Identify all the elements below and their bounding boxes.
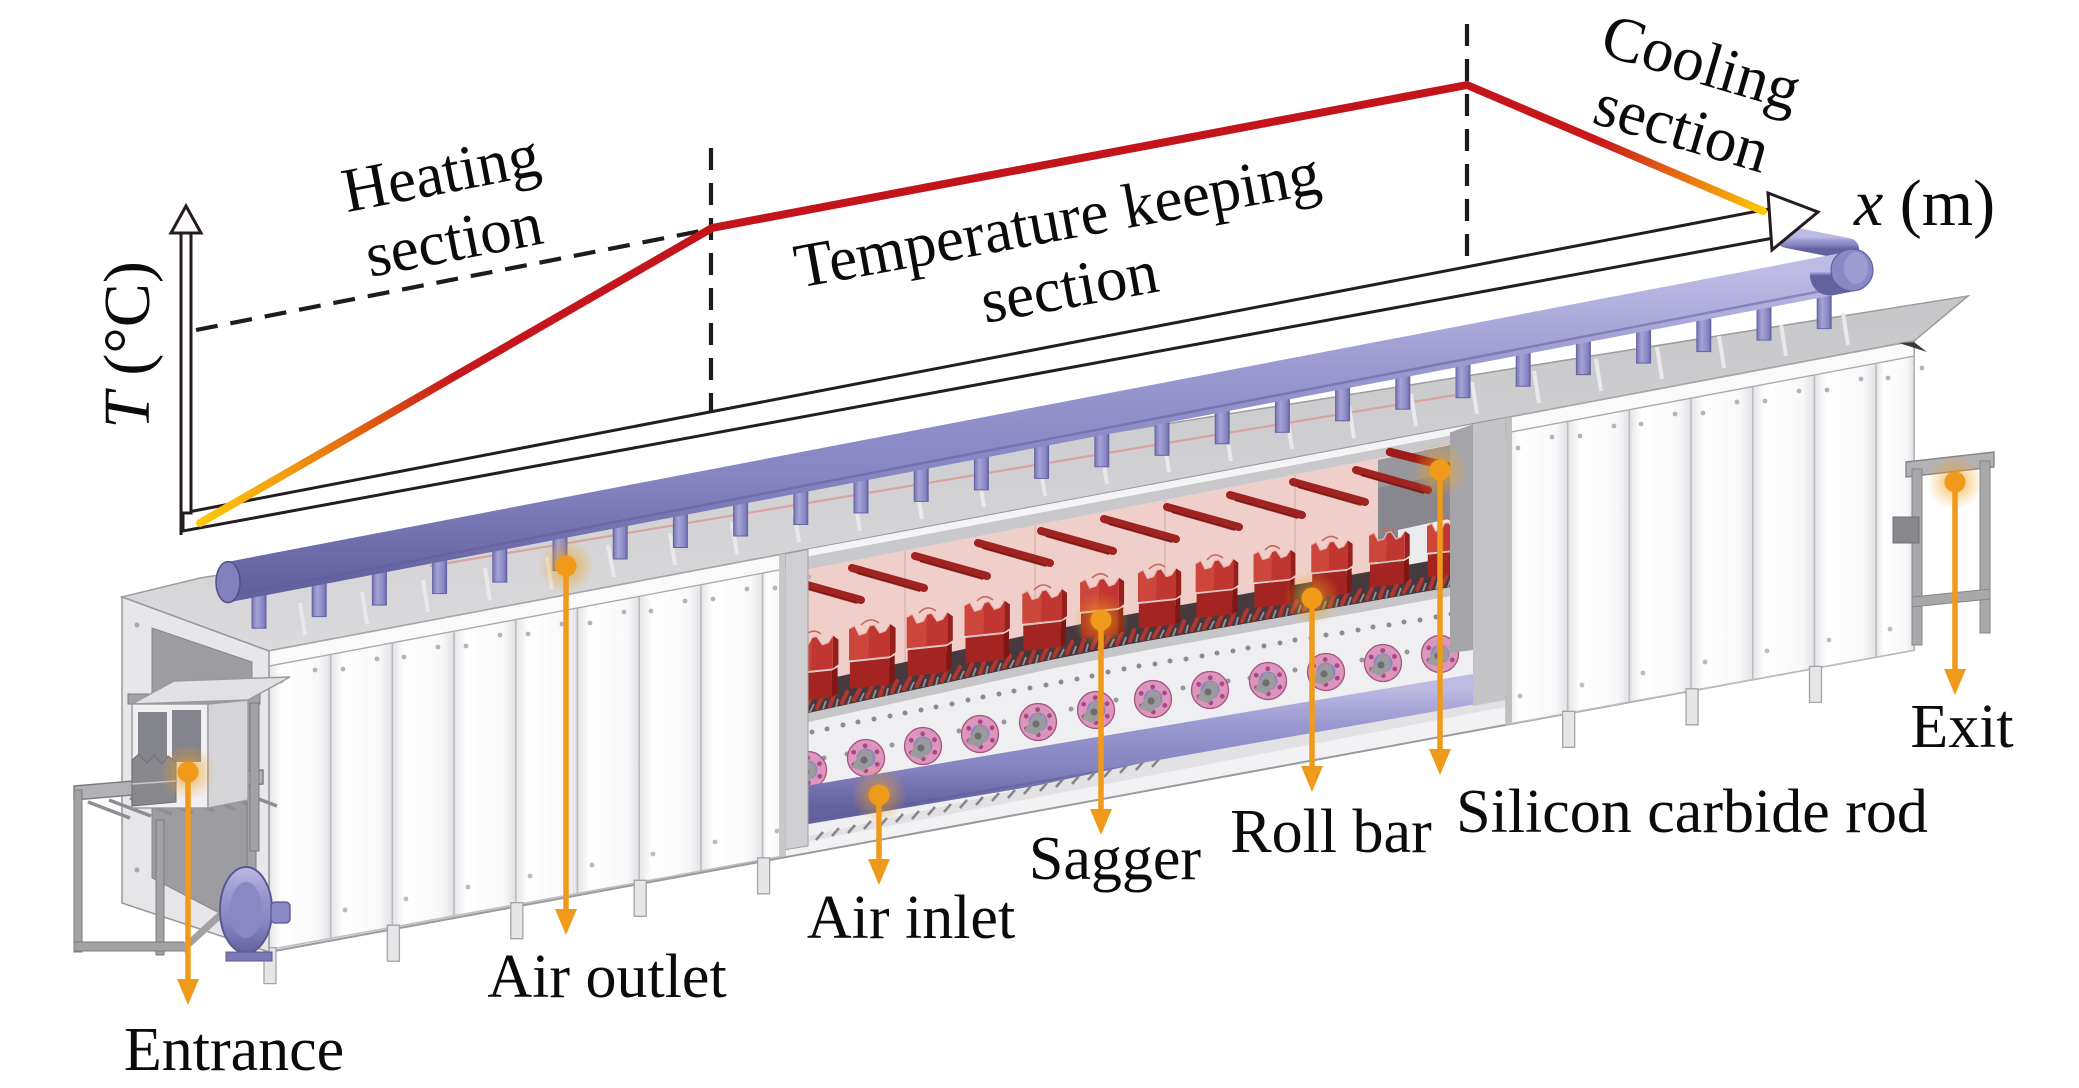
svg-text:Silicon carbide rod: Silicon carbide rod — [1456, 778, 1928, 846]
svg-text:Entrance: Entrance — [124, 1016, 344, 1084]
svg-text:Roll bar: Roll bar — [1230, 798, 1432, 866]
svg-text:Exit: Exit — [1910, 693, 2013, 761]
svg-text:Air inlet: Air inlet — [807, 884, 1015, 952]
svg-text:Sagger: Sagger — [1029, 825, 1202, 893]
svg-text:T (°C): T (°C) — [91, 261, 164, 429]
svg-text:x (m): x (m) — [1853, 167, 1995, 240]
svg-text:Air outlet: Air outlet — [487, 943, 726, 1011]
